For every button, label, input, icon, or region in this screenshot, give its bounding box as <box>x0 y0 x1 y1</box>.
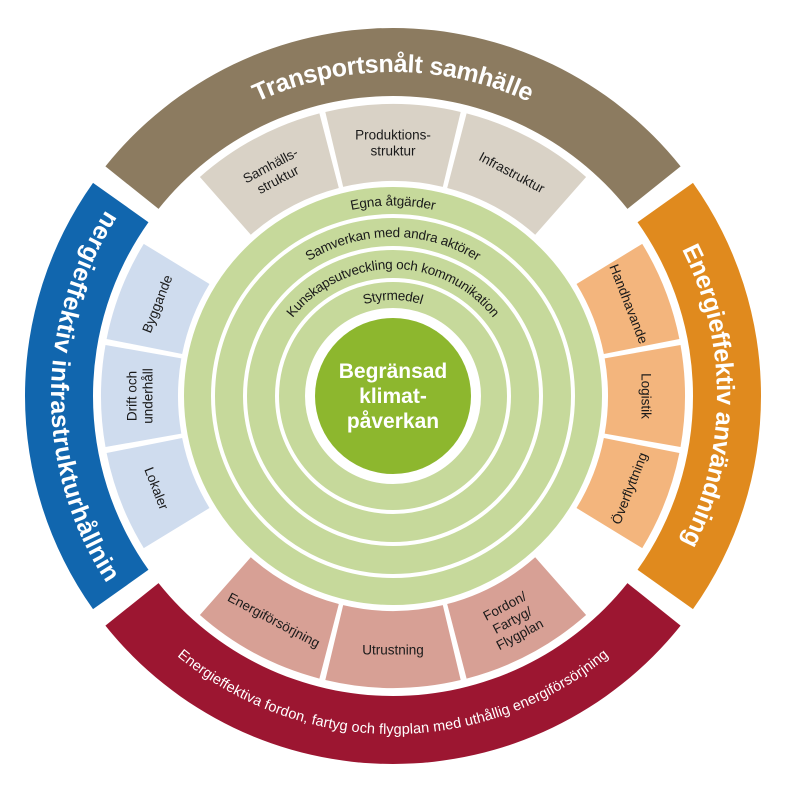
segment-label-top-2: struktur <box>370 144 416 159</box>
outer-band-right <box>637 182 761 610</box>
segment-label-left-2: underhåll <box>141 368 156 424</box>
outer-band-left <box>24 182 149 610</box>
strategy-ring-1 <box>184 187 602 605</box>
segment-label-left-2: Drift och <box>125 371 140 421</box>
segment-top-1 <box>199 113 339 235</box>
segment-bottom-2 <box>325 605 461 688</box>
segment-top-2 <box>325 104 461 187</box>
segment-top-3 <box>447 113 587 235</box>
center-label-line-1: Begränsad <box>339 360 448 383</box>
segment-label-top-2: Produktions- <box>355 128 431 143</box>
strategy-ring-2 <box>215 218 571 574</box>
segment-left-2 <box>100 344 182 448</box>
center-label-line-2: klimat- <box>359 385 427 408</box>
segment-label-right-2: Logistik <box>639 373 654 419</box>
ring-label-4: Styrmedel <box>361 288 425 307</box>
segment-right-3 <box>576 438 680 549</box>
center-disc <box>315 318 471 474</box>
segment-right-2 <box>604 344 686 448</box>
segment-label-bottom-2: Utrustning <box>362 643 424 658</box>
segment-left-3 <box>106 243 210 354</box>
strategy-ring-4 <box>279 282 507 510</box>
segment-left-1 <box>106 438 210 549</box>
segment-right-1 <box>576 243 680 354</box>
ring-label-1: Egna åtgärder <box>349 193 437 213</box>
outer-band-bottom <box>105 583 681 765</box>
segment-bottom-1 <box>447 557 587 679</box>
strategy-ring-3 <box>247 250 539 542</box>
segment-bottom-3 <box>199 557 339 679</box>
center-label-line-3: påverkan <box>347 410 439 433</box>
outer-band-top <box>105 27 681 209</box>
